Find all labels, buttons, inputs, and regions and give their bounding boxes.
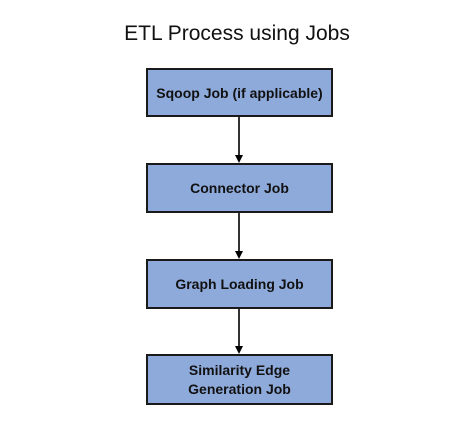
step-similarity-edge-generation-job: Similarity Edge Generation Job	[146, 354, 333, 405]
step-graph-loading-job: Graph Loading Job	[146, 259, 333, 309]
diagram-title: ETL Process using Jobs	[124, 22, 350, 45]
step-connector-job: Connector Job	[146, 163, 333, 213]
step-sqoop-job: Sqoop Job (if applicable)	[146, 68, 333, 117]
